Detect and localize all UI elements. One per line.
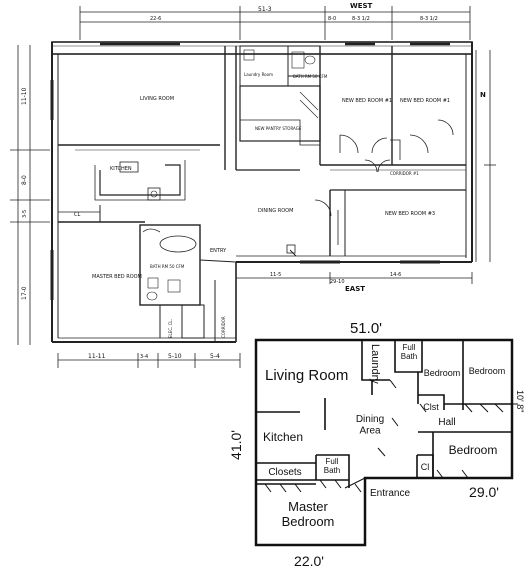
bp-cl: CL xyxy=(74,212,80,218)
dim-top-right: 8-3 1/2 xyxy=(352,16,370,22)
plan-closets: Closets xyxy=(268,467,301,478)
simplified-plan: 51.0' 41.0' 29.0' 22.0' 10' 8" Living Ro… xyxy=(228,320,525,569)
plan-laundry: Laundry xyxy=(369,344,381,384)
bp-elec-closet: ELEC. CL. xyxy=(168,319,173,338)
plan-bedroom-c: Bedroom xyxy=(449,443,498,457)
dim-bottom-c: 5-10 xyxy=(168,353,182,360)
dim-top-left: 22-6 xyxy=(150,16,161,22)
blueprint-labels: WEST EAST N 51-3 22-6 8-0 8-3 1/2 8-3 1/… xyxy=(21,2,486,360)
bp-living-room: LIVING ROOM xyxy=(140,96,174,102)
dim-bottom-d: 5-4 xyxy=(210,353,220,360)
plan-dim-right: 29.0' xyxy=(469,484,499,500)
plan-kitchen: Kitchen xyxy=(263,430,303,444)
blueprint-drawing xyxy=(10,6,496,368)
plan-living-room: Living Room xyxy=(265,367,348,384)
plan-clst: Clst xyxy=(423,402,439,412)
bp-master-bedroom: MASTER BED ROOM xyxy=(92,274,142,280)
bp-pantry: NEW PANTRY STORAGE xyxy=(255,126,302,131)
bp-laundry: Laundry Room xyxy=(244,72,273,77)
bp-entry: ENTRY xyxy=(210,248,227,254)
dim-left-upper: 11-10 xyxy=(21,87,28,105)
blueprint-master-bath xyxy=(139,224,201,306)
plan-hall: Hall xyxy=(438,417,455,428)
dim-east-a: 11-5 xyxy=(270,272,281,278)
plan-bedroom-a: Bedroom xyxy=(424,368,461,378)
dim-left-small: 3-5 xyxy=(22,210,28,218)
dim-bottom-b: 3-4 xyxy=(140,354,148,360)
bp-kitchen: KITCHEN xyxy=(110,166,132,172)
bp-bedroom-1: NEW BED ROOM #1 xyxy=(342,98,392,104)
dim-overall-top: 51-3 xyxy=(258,6,272,13)
compass-west: WEST xyxy=(350,2,373,10)
plan-dim-top: 51.0' xyxy=(350,320,382,337)
dim-top-far-right: 8-3 1/2 xyxy=(420,16,438,22)
dim-bottom-a: 11-11 xyxy=(88,353,106,360)
dim-top-mid: 8-0 xyxy=(328,16,336,22)
plan-cl: Cl xyxy=(421,462,430,472)
compass-east: EAST xyxy=(345,285,365,293)
plan-dim-right-edge: 10' 8" xyxy=(515,390,525,412)
bp-bedroom-3: NEW BED ROOM #3 xyxy=(385,211,435,217)
dim-east-overall: 29-10 xyxy=(330,279,345,285)
dim-left-mid: 8-0 xyxy=(21,175,28,185)
plan-dim-left: 41.0' xyxy=(228,430,244,460)
dim-east-b: 14-6 xyxy=(390,272,401,278)
bp-corridor: CORRIDOR #1 xyxy=(390,171,419,176)
plan-dim-bottom: 22.0' xyxy=(294,553,324,569)
plan-door-swings xyxy=(264,379,504,493)
bp-corridor-left: CORRIDOR xyxy=(221,316,226,338)
plan-bedroom-b: Bedroom xyxy=(469,366,506,376)
dim-left-lower: 17-0 xyxy=(21,286,28,300)
plan-entrance: Entrance xyxy=(370,488,410,499)
plan-labels: 51.0' 41.0' 29.0' 22.0' 10' 8" Living Ro… xyxy=(228,320,525,569)
bp-bath-mid: BATH RM 50 CFM xyxy=(150,264,185,269)
bp-dining-room: DINING ROOM xyxy=(258,208,293,214)
bp-bath-top: BATH RM 50 CFM xyxy=(293,74,328,79)
compass-north: N xyxy=(480,91,486,99)
bp-bedroom-2: NEW BED ROOM #1 xyxy=(400,98,450,104)
